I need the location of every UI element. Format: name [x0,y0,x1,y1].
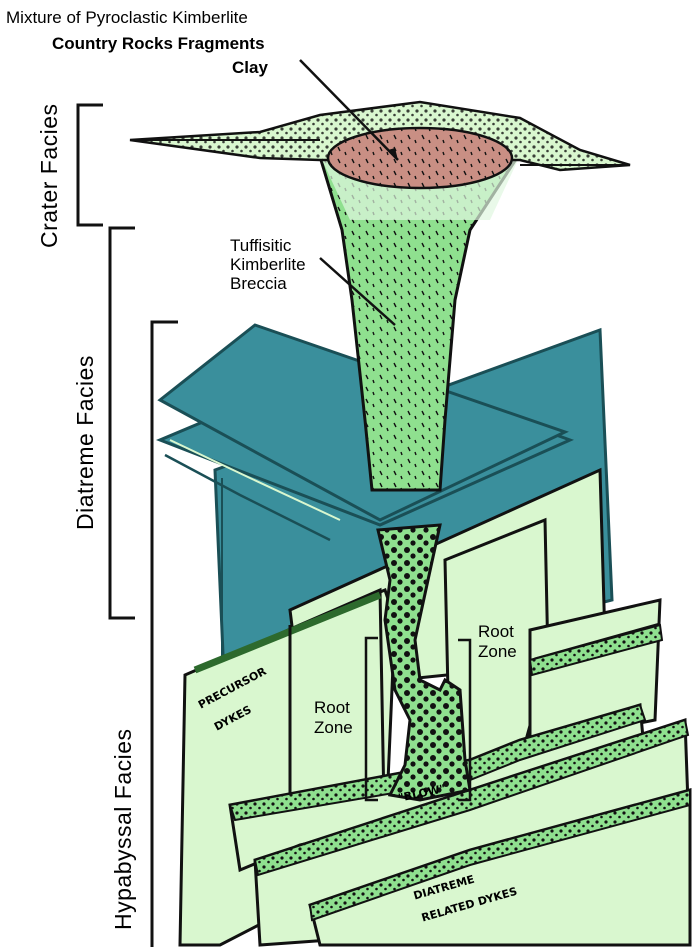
diatreme-cone [315,148,525,492]
tuffisitic-label: Tuffisitic [230,236,292,255]
breccia-label: Breccia [230,274,287,293]
root-zone-right-line2: Zone [478,642,517,661]
hypabyssal-facies-label: Hypabyssal Facies [110,728,136,930]
feeder-dykes [228,623,691,922]
mixture-label: Mixture of Pyroclastic Kimberlite [6,8,248,27]
facies-brackets [76,103,178,947]
root-zone-left-line1: Root [314,698,350,717]
root-zone-right-line1: Root [478,622,514,641]
diatreme-facies-label: Diatreme Facies [72,355,98,530]
label-pointers [299,59,399,326]
root-zone-blow [376,523,472,802]
country-rocks-label: Country Rocks Fragments [52,34,265,53]
root-zone-brackets [364,636,472,802]
clay-label: Clay [232,58,268,77]
crater-rim [129,100,631,190]
crater-facies-label: Crater Facies [36,103,62,248]
kimberlite-label: Kimberlite [230,255,306,274]
root-zone-left-line2: Zone [314,718,353,737]
